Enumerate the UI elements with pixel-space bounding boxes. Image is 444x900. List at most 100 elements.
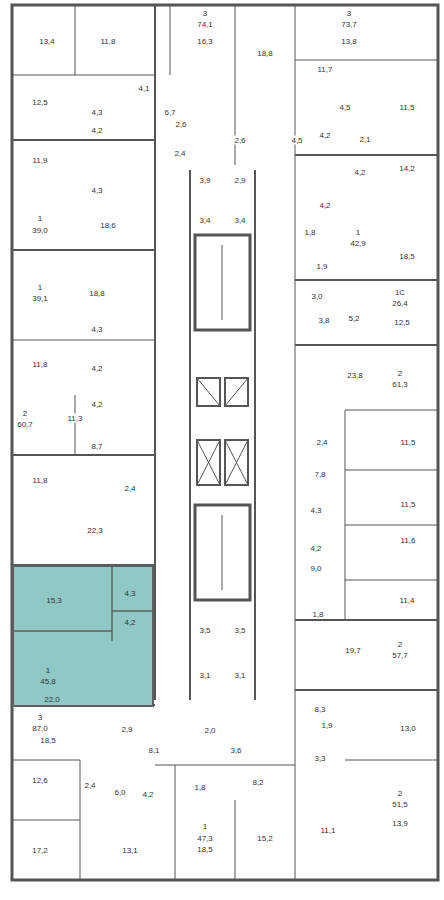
room-area: 4,5: [338, 103, 351, 112]
room-area: 12,6: [31, 776, 49, 785]
room-area: 3,0: [310, 292, 323, 301]
room-area: 51,5: [391, 800, 409, 809]
room-area: 1,8: [193, 783, 206, 792]
room-area: 2: [397, 369, 403, 378]
room-area: 1: [355, 228, 361, 237]
room-area: 6,0: [113, 788, 126, 797]
room-area: 4,1: [137, 84, 150, 93]
room-area: 17,2: [31, 846, 49, 855]
room-area: 8,2: [251, 778, 264, 787]
room-area: 4,2: [90, 400, 103, 409]
room-area: 22,0: [44, 695, 60, 704]
room-area: 3: [202, 9, 208, 18]
room-area: 60,7: [16, 420, 34, 429]
room-area: 18,5: [196, 845, 214, 854]
room-area: 47,3: [196, 834, 214, 843]
room-area: 26,4: [391, 299, 409, 308]
room-area: 87,0: [31, 724, 49, 733]
room-area: 8,3: [313, 705, 326, 714]
room-area: 3,5: [233, 626, 246, 635]
room-area: 45,8: [40, 677, 56, 686]
room-area: 1,9: [320, 721, 333, 730]
room-area: 18,8: [88, 289, 106, 298]
room-area: 4,3: [309, 506, 322, 515]
room-area: 13,0: [399, 724, 417, 733]
room-area: 1: [37, 283, 43, 292]
room-area: 4,3: [90, 108, 103, 117]
room-area: 11,9: [32, 156, 49, 165]
room-area: 61,3: [391, 380, 409, 389]
room-area: 3,5: [198, 626, 211, 635]
room-area: 39,1: [31, 294, 49, 303]
room-area: 11,1: [320, 826, 337, 835]
room-area: 2,6: [233, 136, 246, 145]
room-area: 3,9: [198, 176, 211, 185]
room-area: 1: [37, 214, 43, 223]
room-area: 11,7: [317, 65, 334, 74]
room-area: 2,9: [120, 725, 133, 734]
room-area: 1,8: [311, 610, 324, 619]
room-area: 3,6: [229, 746, 242, 755]
room-area: 12,5: [393, 318, 411, 327]
apartment-highlight: 15,34,34,2145,822,0: [12, 565, 154, 707]
room-area: 16,3: [196, 37, 214, 46]
room-area: 3,4: [233, 216, 246, 225]
room-area: 13,9: [391, 819, 409, 828]
room-area: 1С: [394, 288, 406, 297]
room-area: 5,2: [347, 314, 360, 323]
room-area: 3,3: [313, 754, 326, 763]
room-area: 2,4: [83, 781, 96, 790]
room-area: 2,9: [233, 176, 246, 185]
room-area: 13,8: [340, 37, 358, 46]
room-area: 11,4: [399, 596, 416, 605]
room-area: 4,2: [318, 131, 331, 140]
room-area: 1,8: [303, 228, 316, 237]
room-area: 14,2: [398, 164, 416, 173]
room-area: 4,3: [124, 589, 135, 598]
room-area: 3,1: [233, 671, 246, 680]
room-area: 13,4: [38, 37, 56, 46]
room-area: 11,8: [32, 360, 49, 369]
room-area: 3: [37, 713, 43, 722]
room-area: 11,8: [100, 37, 117, 46]
room-area: 2: [397, 640, 403, 649]
room-area: 15,3: [46, 596, 62, 605]
room-area: 39,0: [31, 226, 49, 235]
room-area: 2,1: [358, 135, 371, 144]
room-area: 4,2: [141, 790, 154, 799]
room-area: 18,6: [99, 221, 117, 230]
room-area: 4,2: [353, 168, 366, 177]
room-area: 11,5: [400, 438, 417, 447]
room-area: 2,4: [123, 484, 136, 493]
room-area: 15,2: [256, 834, 274, 843]
room-area: 3,4: [198, 216, 211, 225]
room-area: 4,2: [318, 201, 331, 210]
room-area: 1,9: [315, 262, 328, 271]
room-area: 18,8: [256, 49, 274, 58]
room-area: 18,5: [39, 736, 57, 745]
room-area: 2,4: [173, 149, 186, 158]
room-area: 1: [202, 822, 208, 831]
room-area: 3: [346, 9, 352, 18]
room-area: 73,7: [340, 20, 358, 29]
room-area: 2,0: [203, 726, 216, 735]
apartment-walls: [14, 567, 152, 705]
room-area: 19,7: [344, 646, 362, 655]
room-area: 4,3: [90, 186, 103, 195]
room-area: 18,5: [398, 252, 416, 261]
room-area: 4,2: [124, 618, 135, 627]
room-area: 11,5: [400, 500, 417, 509]
room-area: 2,4: [315, 438, 328, 447]
room-area: 4,2: [309, 544, 322, 553]
room-area: 13,1: [121, 846, 139, 855]
room-area: 12,5: [31, 98, 49, 107]
room-area: 3,1: [198, 671, 211, 680]
room-area: 11,8: [32, 476, 49, 485]
room-area: 11,6: [400, 536, 417, 545]
room-area: 9,0: [309, 564, 322, 573]
room-area: 57,7: [391, 651, 409, 660]
room-area: 11,3: [67, 414, 84, 423]
room-area: 2,6: [174, 120, 187, 129]
room-area: 2: [22, 409, 28, 418]
